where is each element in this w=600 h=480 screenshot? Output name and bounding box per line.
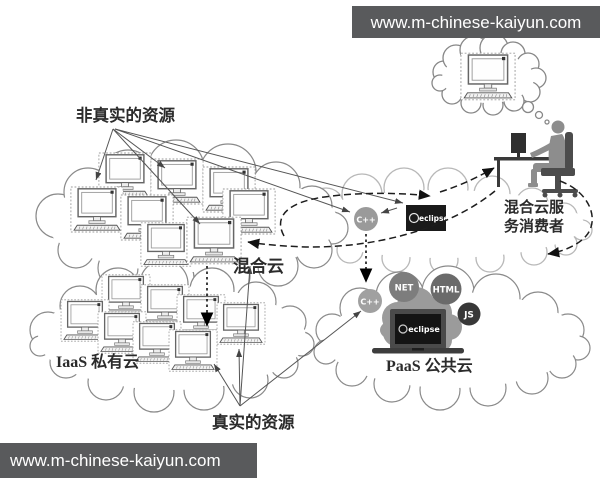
laptop-icon: eclipse xyxy=(372,309,464,354)
thought-bubble-medium xyxy=(534,110,544,120)
consumer-monitor-icon xyxy=(511,133,526,153)
paas-cloud-label: PaaS 公共云 xyxy=(386,357,473,375)
hybrid-cloud-label: 混合云 xyxy=(233,256,284,276)
eclipse-logo-icon xyxy=(408,212,420,224)
cpp-badge-top-label: C++ xyxy=(356,216,375,225)
js-badge xyxy=(457,302,481,326)
consumer-person xyxy=(494,120,578,198)
html-badge-label: HTML xyxy=(433,286,460,296)
eclipse-badge-top xyxy=(406,205,446,231)
watermark-top-text: www.m-chinese-kaiyun.com xyxy=(370,13,582,32)
cpp-badge-bottom-label: C++ xyxy=(360,298,379,307)
office-chair xyxy=(541,132,578,198)
service-to-consumer-dashed-arrow xyxy=(439,167,495,193)
watermark-top: www.m-chinese-kaiyun.com xyxy=(352,6,600,38)
watermark-top-bar xyxy=(352,6,600,38)
consumer-label-line2: 务消费者 xyxy=(504,217,564,235)
eclipse-logo-icon xyxy=(398,324,408,334)
cpp-badge-top xyxy=(354,207,378,231)
nonreal-resources-label: 非真实的资源 xyxy=(76,105,176,125)
eclipse-screen-label: eclipse xyxy=(408,325,440,334)
computer-icon xyxy=(140,222,192,267)
paas-tech-badges: C++ NET HTML JS xyxy=(358,272,481,326)
watermark-bottom: www.m-chinese-kaiyun.com xyxy=(0,443,257,478)
thought-bubble-small xyxy=(544,119,550,125)
iaas-cloud-label: IaaS 私有云 xyxy=(56,352,139,371)
request-dashed-arrow xyxy=(279,189,431,237)
nonreal-resource-arrows xyxy=(95,128,404,225)
consumer-label-line1: 混合云服 xyxy=(504,198,565,216)
computer-icon xyxy=(70,186,124,233)
real-resource-arrows xyxy=(213,265,362,407)
thought-bubble-large xyxy=(521,100,535,114)
cpp-badge-bottom xyxy=(358,289,382,313)
eclipse-badge-top-label: eclipse xyxy=(419,214,449,223)
desk xyxy=(494,157,550,161)
watermark-bottom-text: www.m-chinese-kaiyun.com xyxy=(9,451,221,470)
real-resources-label: 真实的资源 xyxy=(212,412,295,432)
net-badge-label: NET xyxy=(395,284,414,294)
js-badge-label: JS xyxy=(463,311,474,321)
service-tech-badges: C++ eclipse xyxy=(354,205,449,231)
net-badge xyxy=(389,272,419,302)
consumer-loop-dashed-arrow xyxy=(547,180,593,258)
html-badge xyxy=(430,273,462,305)
computer-icon xyxy=(216,302,266,345)
watermark-bottom-bar xyxy=(0,443,257,478)
thought-computer-icon xyxy=(460,52,516,101)
person-head xyxy=(551,120,565,134)
computer-icon xyxy=(168,329,218,372)
